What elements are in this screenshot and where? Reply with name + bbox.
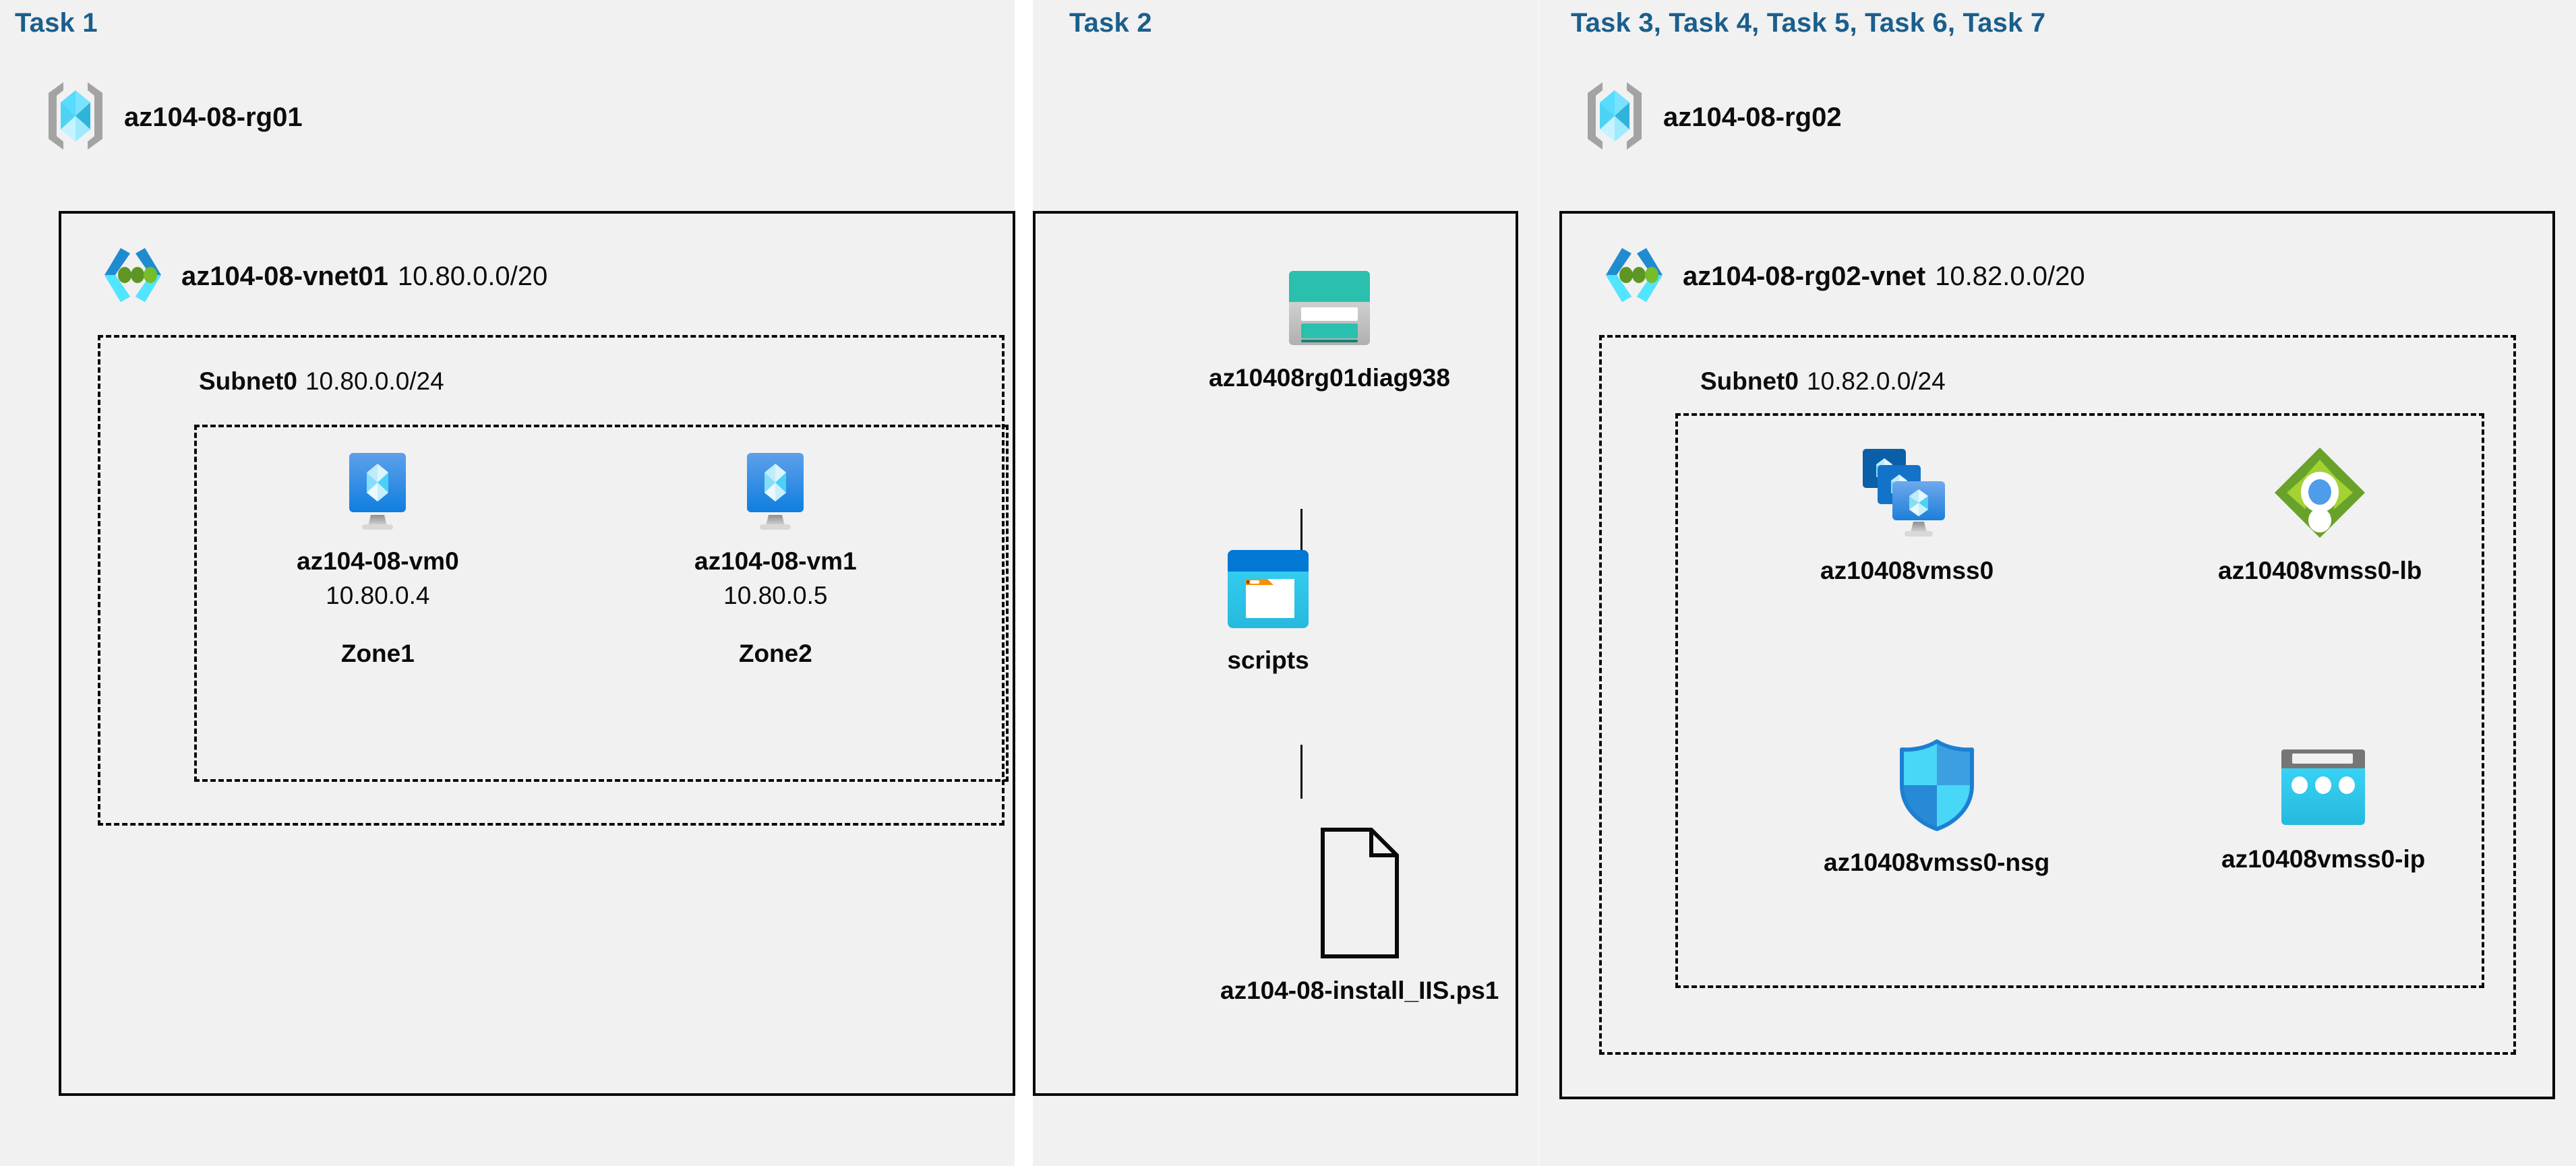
vm0-ip: 10.80.0.4 [326,581,430,609]
task3-vnet-box [1559,211,2555,1099]
blob-container-node[interactable]: scripts [1226,548,1311,675]
resource-group-icon [42,80,109,156]
task2-title: Task 2 [1069,8,1152,38]
storage-account-node[interactable]: az10408rg01diag938 [1209,268,1450,393]
blob-container-icon [1226,548,1311,634]
virtual-machine-icon [341,450,414,534]
resource-group-icon [1581,80,1648,156]
task1-vnet-box [59,211,1015,1096]
task2-content-box [1033,211,1518,1096]
vm0-name: az104-08-vm0 [297,547,459,575]
script-file-node[interactable]: az104-08-install_IIS.ps1 [1220,826,1499,1006]
task3-resource-group-box [1675,413,2484,988]
task1-subnet-label: Subnet0 10.80.0.0/24 [199,367,444,396]
public-ip-node[interactable]: az10408vmss0-ip [2221,747,2425,874]
vm-scale-set-icon [1860,445,1954,544]
nsg-node[interactable]: az10408vmss0-nsg [1824,738,2049,878]
virtual-machine-icon [739,450,812,534]
task3-subnet-name: Subnet0 [1700,367,1799,395]
task3-title: Task 3, Task 4, Task 5, Task 6, Task 7 [1571,8,2046,38]
task3-resource-group: az104-08-rg02 [1581,80,1842,156]
task1-resource-group: az104-08-rg01 [42,80,303,156]
vm-node-az104-08-vm0[interactable]: az104-08-vm0 10.80.0.4 Zone1 [297,450,459,668]
storage-account-icon [1286,268,1373,351]
connector-storage-to-container [1300,509,1302,561]
load-balancer-icon [2272,445,2368,544]
vmss-node[interactable]: az10408vmss0 [1820,445,1994,586]
vm1-ip: 10.80.0.5 [723,581,828,609]
public-ip-address-icon [2279,747,2368,832]
connector-container-to-file [1300,745,1302,799]
script-file-icon [1319,826,1401,964]
blob-container-name: scripts [1227,646,1309,674]
task3-rg-name: az104-08-rg02 [1663,102,1842,132]
virtual-network-icon [1599,244,1669,309]
task1-vnet-name: az104-08-vnet01 [181,262,388,291]
vm-node-az104-08-vm1[interactable]: az104-08-vm1 10.80.0.5 Zone2 [694,450,857,668]
task1-subnet-name: Subnet0 [199,367,297,395]
public-ip-name: az10408vmss0-ip [2221,845,2426,873]
load-balancer-name: az10408vmss0-lb [2218,557,2422,584]
task1-subnet-cidr: 10.80.0.0/24 [305,367,444,395]
script-file-name: az104-08-install_IIS.ps1 [1220,977,1499,1004]
task3-vnet-cidr: 10.82.0.0/20 [1935,262,2085,291]
task3-subnet-box [1599,335,2516,1055]
task1-subnet-box [98,335,1005,826]
task1-title: Task 1 [15,8,98,38]
task3-vnet-header: az104-08-rg02-vnet 10.82.0.0/20 [1599,244,2085,309]
task3-vnet-name: az104-08-rg02-vnet [1683,262,1926,291]
task3-subnet-cidr: 10.82.0.0/24 [1806,367,1946,395]
task1-vnet-header: az104-08-vnet01 10.80.0.0/20 [98,244,547,309]
network-security-group-icon [1894,738,1980,836]
task1-rg-name: az104-08-rg01 [124,102,303,132]
vmss-name: az10408vmss0 [1820,557,1994,584]
vm1-zone: Zone2 [738,639,812,667]
nsg-name: az10408vmss0-nsg [1824,849,2050,876]
vm1-name: az104-08-vm1 [694,547,857,575]
load-balancer-node[interactable]: az10408vmss0-lb [2218,445,2422,586]
task1-vm-group-box [194,425,1009,782]
vm0-zone: Zone1 [340,639,415,667]
storage-account-name: az10408rg01diag938 [1209,364,1450,392]
virtual-network-icon [98,244,168,309]
task1-vnet-cidr: 10.80.0.0/20 [397,262,548,291]
